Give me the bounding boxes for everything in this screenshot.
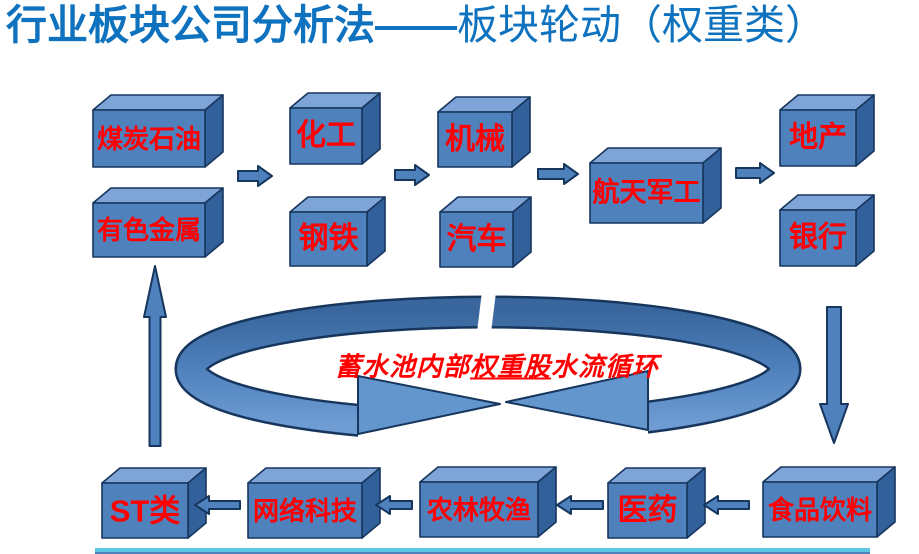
ring-arrowhead-right-icon <box>357 375 501 435</box>
flow-arrow-right-2-icon <box>537 163 579 185</box>
box-st-class <box>101 482 189 539</box>
box-automobile <box>439 211 514 268</box>
box-top-internet-tech <box>247 467 381 484</box>
box-label-internet-tech: 网络科技 <box>252 495 358 526</box>
box-label-agriculture-fishery: 农林牧渔 <box>426 494 532 525</box>
box-top-coal-oil <box>92 94 224 111</box>
box-top-nonferrous-metals <box>92 187 224 204</box>
box-nonferrous-metals <box>92 202 206 258</box>
box-top-food-beverage <box>762 466 896 483</box>
box-label-food-beverage: 食品饮料 <box>767 494 873 525</box>
box-food-beverage <box>762 481 878 538</box>
box-label-medicine: 医药 <box>617 493 678 527</box>
box-steel <box>289 211 368 267</box>
box-label-real-estate: 地产 <box>788 121 848 154</box>
flow-arrow-left-2-icon <box>556 495 604 515</box>
box-agriculture-fishery <box>419 481 539 538</box>
box-label-machinery: 机械 <box>445 122 505 156</box>
box-chemical <box>289 107 363 165</box>
flow-arrow-right-3-icon <box>735 162 775 184</box>
box-label-chemical: 化工 <box>296 119 356 152</box>
flow-arrow-left-1-icon <box>375 495 413 515</box>
page-title-sub: 板块轮动（权重类） <box>457 2 826 48</box>
ring-caption-underlined: 权重股 <box>469 351 552 382</box>
box-internet-tech <box>247 482 363 539</box>
ring-caption: 蓄水池内部权重股水流循环 <box>335 347 659 384</box>
box-label-coal-oil: 煤炭石油 <box>96 123 202 154</box>
box-label-steel: 钢铁 <box>298 222 359 255</box>
bottom-divider-cyan <box>95 548 870 552</box>
sector-boxes-and-arrows <box>92 92 896 539</box>
flow-arrow-right-0-icon <box>237 165 273 187</box>
box-label-automobile: 汽车 <box>446 222 507 256</box>
box-top-agriculture-fishery <box>419 466 557 483</box>
box-real-estate <box>779 109 857 167</box>
box-machinery <box>437 111 513 168</box>
page-title: 行业板块公司分析法——板块轮动（权重类） <box>6 2 826 49</box>
box-aerospace-military <box>589 162 704 224</box>
flow-arrow-left-0-icon <box>194 495 241 515</box>
flow-arrow-right-1-icon <box>394 164 430 186</box>
bottom-divider-blue <box>95 552 870 554</box>
box-label-bank: 银行 <box>788 221 848 254</box>
box-medicine <box>607 482 688 539</box>
box-bank <box>779 209 857 267</box>
box-label-nonferrous-metals: 有色金属 <box>96 215 202 245</box>
box-top-aerospace-military <box>589 147 722 164</box>
box-coal-oil <box>92 109 206 168</box>
box-label-st-class: ST类 <box>109 493 181 528</box>
box-label-aerospace-military: 航天军工 <box>592 177 701 208</box>
flow-arrow-down-icon <box>819 306 849 444</box>
flow-arrow-up-icon <box>143 265 167 447</box>
ring-caption-suffix: 水流循环 <box>551 351 660 382</box>
ring-arrowhead-left-icon <box>505 370 649 431</box>
flow-arrow-left-3-icon <box>703 495 750 515</box>
page-title-main: 行业板块公司分析法—— <box>6 2 457 48</box>
circulation-ring <box>174 285 802 453</box>
ring-caption-prefix: 蓄水池内部 <box>334 351 470 382</box>
